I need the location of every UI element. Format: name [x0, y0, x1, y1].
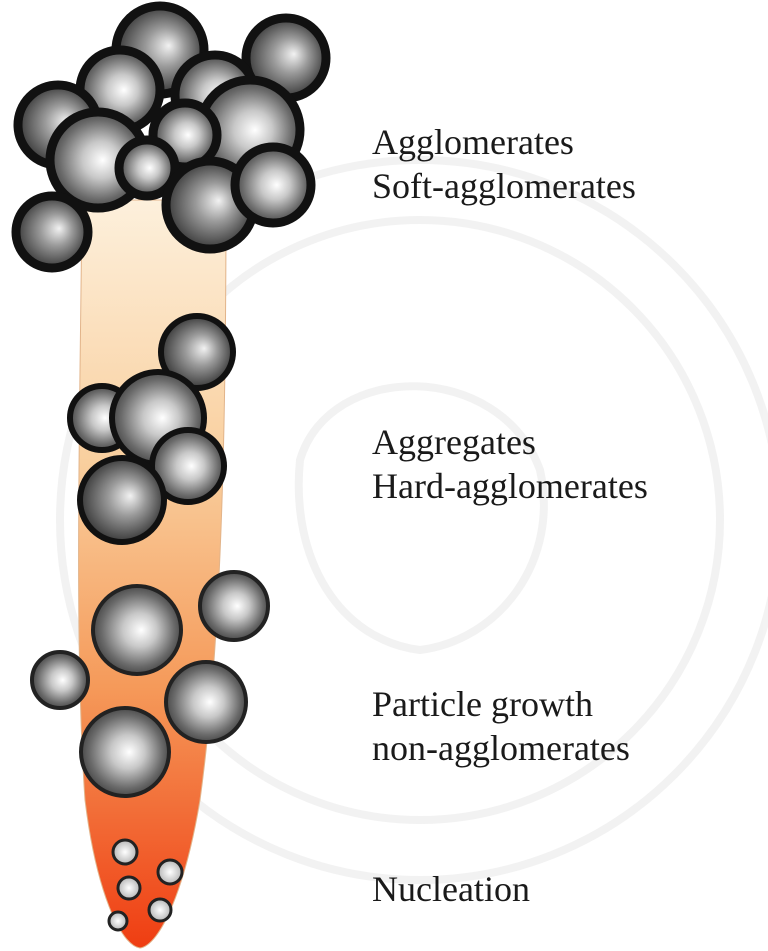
- nucleation-label-line1: Nucleation: [372, 867, 530, 911]
- particle-growth-label-line1: Particle growth: [372, 682, 630, 726]
- particle-growth-label: Particle growth non-agglomerates: [372, 682, 630, 770]
- agglomerates-label-line2: Soft-agglomerates: [372, 164, 636, 208]
- aggregates-label: Aggregates Hard-agglomerates: [372, 420, 648, 508]
- growth-tube: [79, 200, 226, 948]
- particle-growth-label-line2: non-agglomerates: [372, 726, 630, 770]
- aggregates-label-line1: Aggregates: [372, 420, 648, 464]
- aggregates-label-line2: Hard-agglomerates: [372, 464, 648, 508]
- agglomerates-cluster: [16, 6, 326, 268]
- agglomerates-label: Agglomerates Soft-agglomerates: [372, 120, 636, 208]
- nucleation-label: Nucleation: [372, 867, 530, 911]
- agglomerates-label-line1: Agglomerates: [372, 120, 636, 164]
